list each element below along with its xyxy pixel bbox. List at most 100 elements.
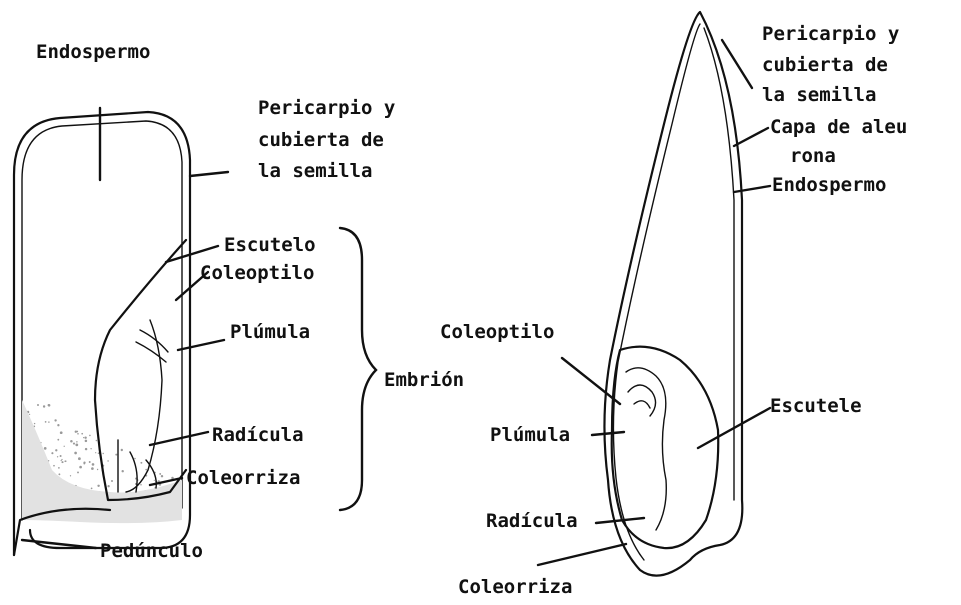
stipple-dot [54, 419, 56, 421]
label-left-radicle: Radícula [212, 424, 304, 446]
label-right-aleurone-2: rona [790, 145, 836, 167]
leader-left-pericarp [190, 172, 228, 176]
stipple-dot [61, 461, 63, 463]
right-pericarp-outline [604, 12, 742, 576]
stipple-dot [161, 475, 163, 477]
label-left-scutellum: Escutelo [224, 234, 316, 256]
stipple-dot [29, 414, 30, 415]
stipple-dot [122, 470, 124, 472]
right-scutellum [612, 347, 719, 548]
label-right-scutellum: Escutele [770, 395, 862, 417]
stipple-dot [70, 475, 71, 476]
label-right-pericarp-3: la semilla [762, 84, 876, 106]
label-left-pericarp-2: cubierta de [258, 129, 384, 151]
stipple-dot [85, 448, 87, 450]
stipple-dot [78, 457, 81, 460]
stipple-dot [57, 439, 59, 441]
stipple-dot [48, 404, 51, 407]
stipple-dot [60, 455, 62, 457]
stipple-dot [134, 458, 136, 460]
stipple-dot [60, 431, 63, 434]
stipple-dot [57, 456, 58, 457]
stipple-dot [145, 469, 147, 471]
stipple-dot [75, 444, 78, 447]
right-labels: Pericarpio y cubierta de la semilla Capa… [440, 23, 907, 598]
stipple-dot [70, 440, 73, 443]
stipple-dot [121, 449, 123, 451]
stipple-dot [89, 435, 91, 437]
stipple-dot [159, 473, 161, 475]
stipple-dot [95, 452, 96, 453]
stipple-dot [77, 433, 79, 435]
right-seed-drawing [604, 12, 742, 576]
stipple-dot [91, 488, 93, 490]
stipple-dot [73, 443, 75, 445]
leader-right-aleurone [734, 128, 768, 146]
label-right-plumule: Plúmula [490, 424, 570, 446]
stipple-dot [107, 460, 108, 461]
label-left-pericarp-1: Pericarpio y [258, 97, 395, 119]
stipple-dot [44, 447, 47, 450]
stipple-dot [34, 423, 35, 424]
stipple-dot [111, 480, 113, 482]
stipple-dot [84, 436, 86, 438]
stipple-dot [83, 461, 85, 463]
leader-left-plumule [178, 340, 224, 350]
right-leader-lines [538, 40, 770, 565]
stipple-dot [37, 404, 39, 406]
stipple-dot [76, 441, 77, 442]
label-right-endosperm: Endospermo [772, 174, 886, 196]
stipple-dot [64, 460, 66, 462]
stipple-dot [64, 446, 65, 447]
stipple-dot [89, 461, 91, 463]
stipple-dot [79, 466, 82, 469]
stipple-dot [90, 448, 91, 449]
label-left-coleoptile: Coleoptilo [200, 262, 314, 284]
label-left-pericarp-3: la semilla [258, 160, 372, 182]
right-plumule-shape [628, 385, 656, 416]
leader-right-coleorhiza [538, 544, 626, 565]
label-right-pericarp-1: Pericarpio y [762, 23, 899, 45]
stipple-dot [85, 440, 88, 443]
label-left-plumule: Plúmula [230, 321, 310, 343]
embryo-brace [340, 228, 376, 510]
stipple-dot [154, 480, 155, 481]
leader-left-peduncle [22, 540, 96, 548]
stipple-dot [58, 473, 60, 475]
stipple-dot [97, 469, 98, 470]
label-right-coleoptile: Coleoptilo [440, 321, 554, 343]
stipple-dot [91, 467, 94, 470]
stipple-dot [115, 454, 117, 456]
stipple-dot [140, 462, 142, 464]
stipple-dot [74, 452, 77, 455]
left-coleoptile-shape [136, 330, 168, 362]
leader-right-plumule [592, 432, 624, 435]
stipple-dot [81, 433, 83, 435]
label-left-endosperm: Endospermo [36, 41, 150, 63]
label-embryo: Embrión [384, 369, 464, 391]
stipple-dot [75, 431, 77, 433]
stipple-dot [107, 485, 109, 487]
stipple-dot [48, 421, 49, 422]
stipple-dot [55, 449, 57, 451]
right-seed-coat-outline [613, 24, 700, 560]
leader-right-coleoptile [562, 358, 620, 404]
label-right-radicle: Radícula [486, 510, 578, 532]
leader-left-radicle [150, 432, 208, 445]
leader-right-radicle [596, 518, 644, 523]
stipple-dot [61, 460, 62, 461]
label-right-aleurone-1: Capa de aleu [770, 116, 907, 138]
stipple-dot [45, 421, 47, 423]
stipple-dot [92, 463, 95, 466]
stipple-dot [51, 452, 53, 454]
stipple-dot [77, 471, 79, 473]
stipple-dot [96, 440, 98, 442]
stipple-dot [97, 485, 99, 487]
label-left-peduncle: Pedúnculo [100, 540, 203, 562]
stipple-dot [57, 424, 59, 426]
label-right-pericarp-2: cubierta de [762, 54, 888, 76]
leader-right-endosperm [734, 186, 770, 192]
stipple-dot [103, 453, 104, 454]
